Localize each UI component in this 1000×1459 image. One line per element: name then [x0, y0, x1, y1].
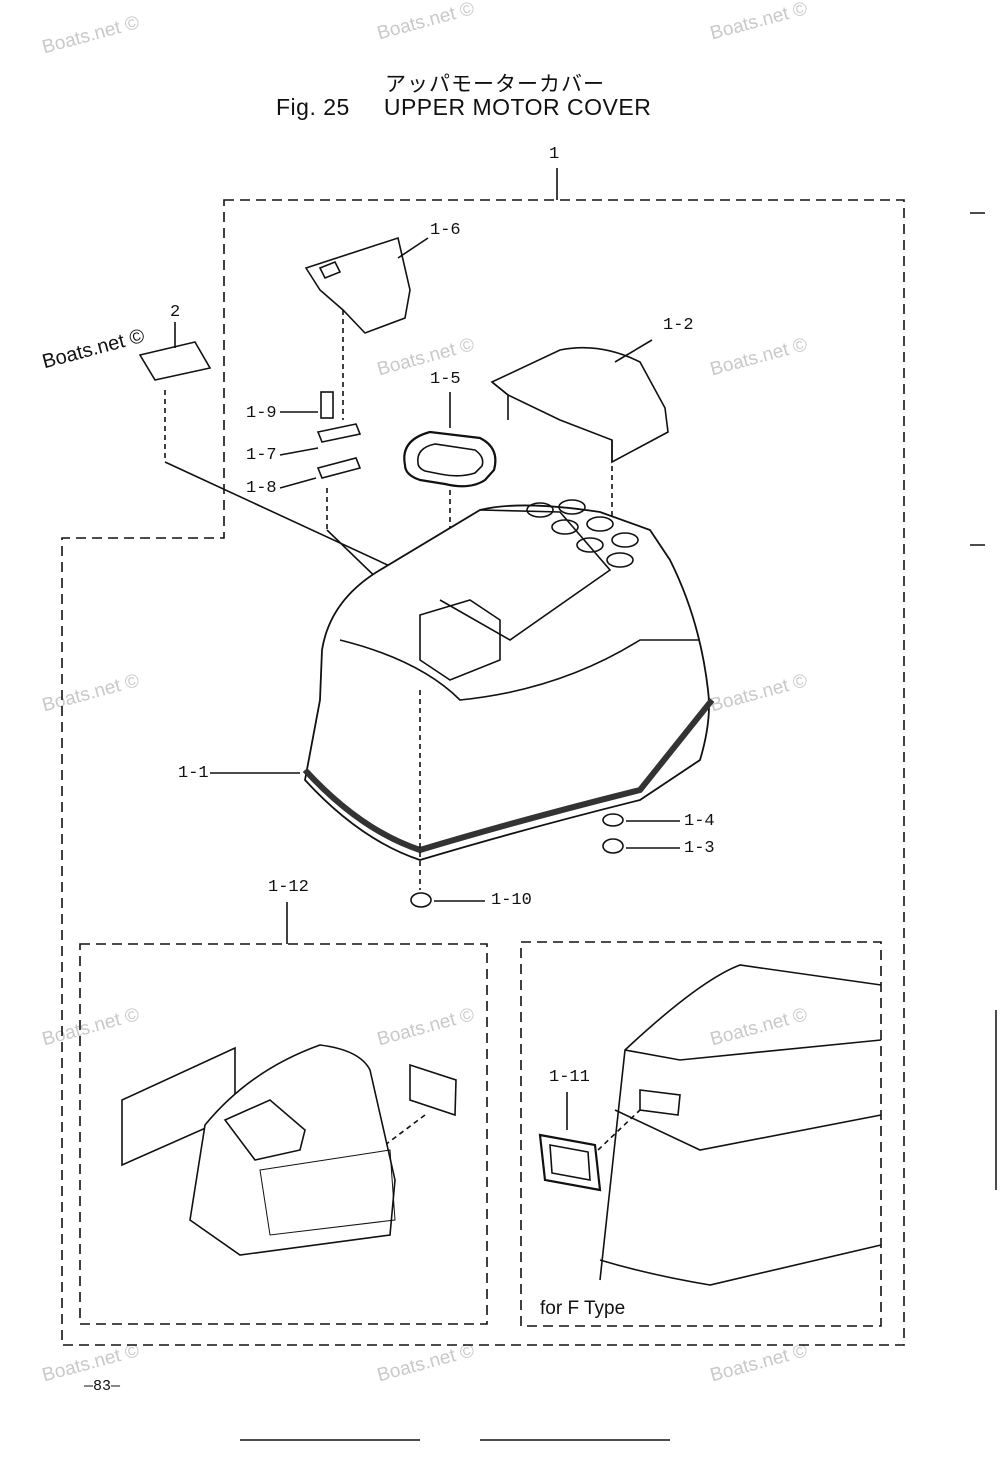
- callout-1-7: 1-7: [246, 446, 277, 465]
- plate-1-6: [304, 236, 411, 334]
- callout-1-5: 1-5: [430, 370, 461, 389]
- grommet-1-5: [403, 430, 497, 488]
- cap-1-2: [490, 346, 669, 464]
- callout-1-12: 1-12: [268, 878, 309, 897]
- callout-1-11: 1-11: [549, 1068, 590, 1087]
- decal-2: [138, 341, 212, 381]
- page-number: —83—: [84, 1378, 121, 1395]
- title-japanese: アッパモーターカバー: [385, 73, 605, 96]
- bracket-1-7: [316, 423, 362, 443]
- assembly-boundary: [61, 199, 905, 1346]
- decal-set-1-12: [79, 943, 488, 1325]
- grommet-1-11: [538, 1133, 602, 1192]
- figure-number: Fig. 25: [276, 94, 350, 120]
- callout-1-4: 1-4: [684, 812, 715, 831]
- leader-2-slant: [164, 461, 421, 581]
- plate-1-8: [316, 457, 362, 479]
- callout-1-3: 1-3: [684, 839, 715, 858]
- nut-1-3: [602, 838, 624, 854]
- callout-2: 2: [170, 303, 181, 322]
- leader-1-6: [397, 237, 429, 259]
- nut-1-10: [410, 892, 432, 908]
- figure-title-english: UPPER MOTOR COVER: [383, 94, 652, 120]
- ftype-label: for F Type: [540, 1298, 626, 1319]
- cover-1-1: [304, 504, 710, 861]
- callout-1-1: 1-1: [178, 764, 209, 783]
- leader-1-2: [614, 339, 653, 363]
- callout-1-6: 1-6: [430, 221, 461, 240]
- callout-1-2: 1-2: [663, 316, 694, 335]
- screw-1-9: [320, 391, 334, 419]
- callout-1: 1: [549, 145, 560, 164]
- washer-1-4: [602, 813, 624, 827]
- ftype-inset: [520, 941, 882, 1327]
- intake-tubes: [526, 499, 639, 568]
- callout-1-9: 1-9: [246, 404, 277, 423]
- callout-1-10: 1-10: [491, 891, 532, 910]
- callout-1-8: 1-8: [246, 479, 277, 498]
- figure-title: Fig. 25 UPPER MOTOR COVER: [276, 94, 651, 121]
